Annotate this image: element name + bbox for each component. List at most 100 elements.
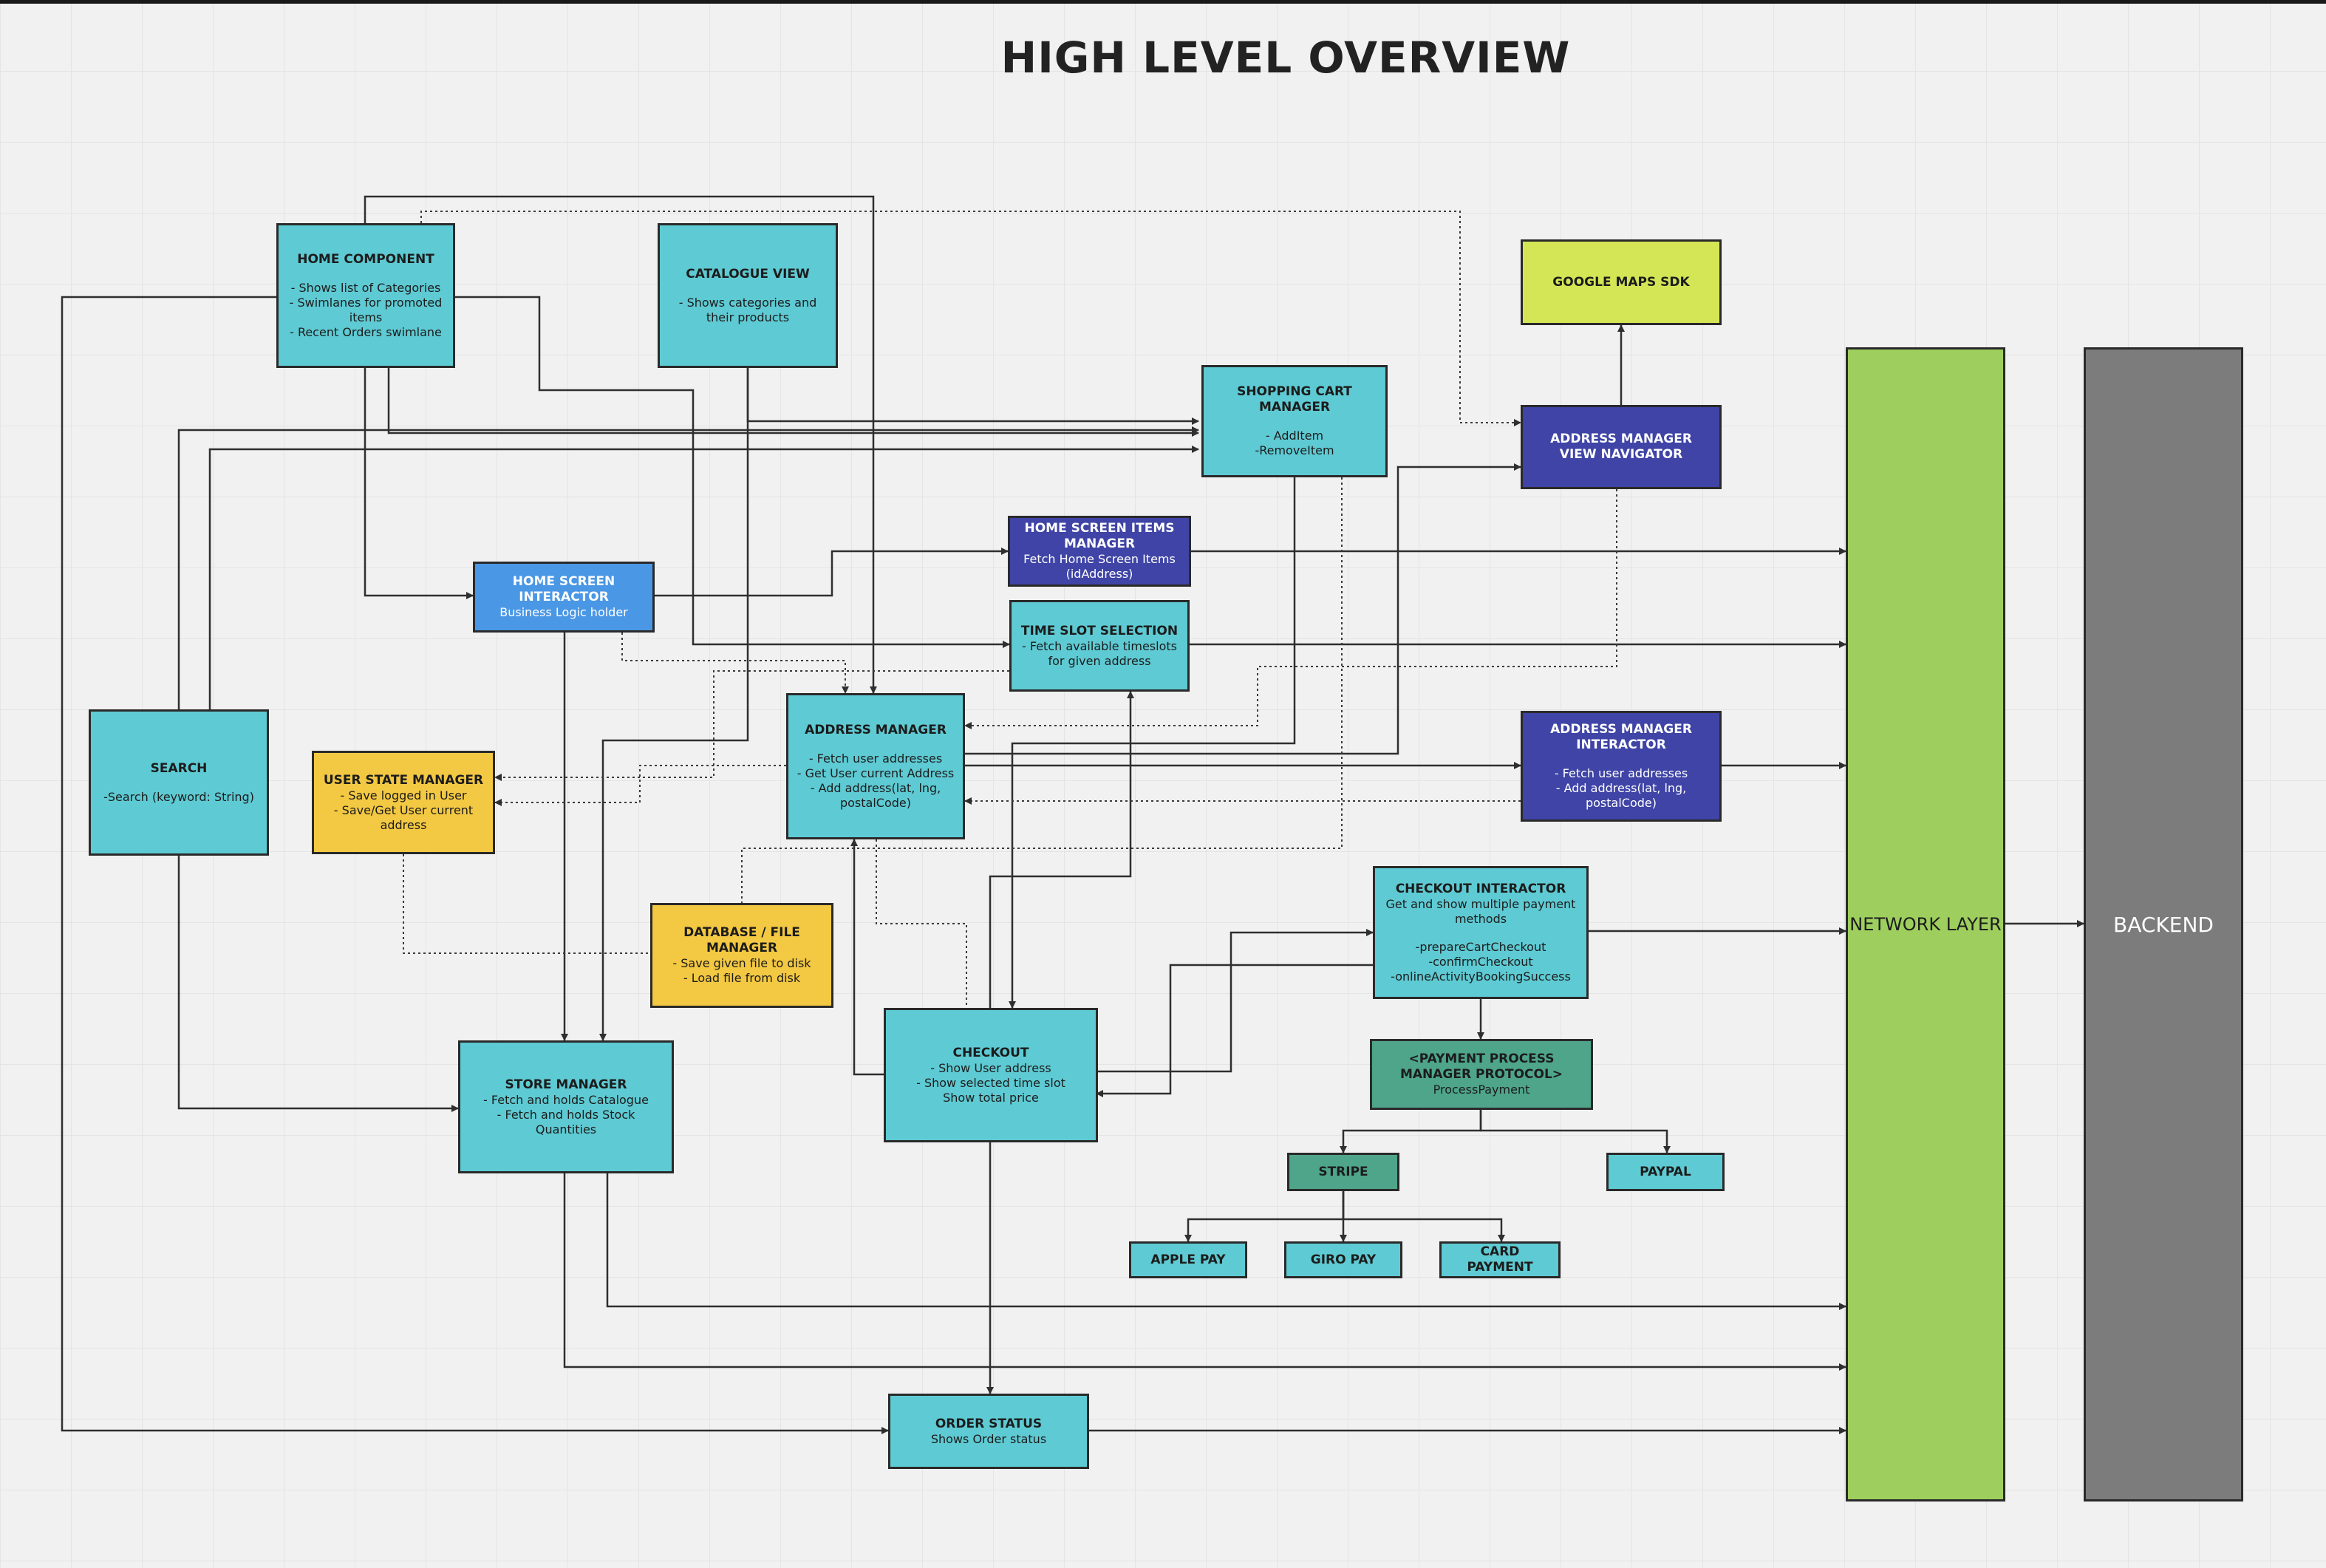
user-state-manager-title: USER STATE MANAGER [323, 772, 484, 788]
edge-checkout-to-checkout-interactor [1094, 929, 1374, 1073]
payment-process-manager-title: <PAYMENT PROCESS MANAGER PROTOCOL> [1399, 1051, 1563, 1082]
checkout-line: Show total price [943, 1090, 1039, 1105]
address-manager-line: - Add address(lat, lng, postalCode) [810, 780, 941, 810]
giro-pay-title: GIRO PAY [1310, 1252, 1377, 1267]
apple-pay-node[interactable]: APPLE PAY [1129, 1241, 1247, 1278]
store-manager-line: - Fetch and holds Catalogue [483, 1092, 649, 1107]
address-manager-view-navigator-node[interactable]: ADDRESS MANAGER VIEW NAVIGATOR [1521, 405, 1722, 489]
address-manager-interactor-node[interactable]: ADDRESS MANAGER INTERACTOR - Fetch user … [1521, 711, 1722, 822]
network-layer-label: NETWORK LAYER [1849, 914, 2002, 935]
home-component-node[interactable]: HOME COMPONENT - Shows list of Categorie… [276, 223, 455, 368]
dotted-time-slot-to-user-state [494, 670, 1009, 781]
edge-address-to-navigator [962, 463, 1521, 755]
apple-pay-title: APPLE PAY [1150, 1252, 1226, 1267]
store-manager-title: STORE MANAGER [505, 1077, 627, 1092]
edge-search-to-store [177, 856, 459, 1112]
catalogue-view-node[interactable]: CATALOGUE VIEW - Shows categories and th… [658, 223, 838, 368]
edge-stripe-to-apple [1184, 1191, 1345, 1242]
edge-catalogue-to-store [599, 368, 749, 1041]
checkout-node[interactable]: CHECKOUT - Show User address - Show sele… [884, 1008, 1098, 1142]
dotted-address-to-user-state [494, 765, 786, 806]
home-screen-interactor-line: Business Logic holder [499, 605, 628, 619]
shopping-cart-manager-title: SHOPPING CART MANAGER [1237, 384, 1352, 415]
edge-home-to-time-slot [448, 296, 1010, 648]
shopping-cart-manager-node[interactable]: SHOPPING CART MANAGER - AddItem -RemoveI… [1201, 365, 1388, 477]
payment-process-manager-node[interactable]: <PAYMENT PROCESS MANAGER PROTOCOL> Proce… [1370, 1039, 1593, 1110]
backend-node[interactable]: BACKEND [2084, 347, 2243, 1501]
top-border [0, 0, 2326, 4]
address-manager-interactor-title: ADDRESS MANAGER INTERACTOR [1550, 722, 1692, 752]
database-file-manager-node[interactable]: DATABASE / FILE MANAGER - Save given fil… [650, 903, 833, 1008]
order-status-line: Shows Order status [930, 1431, 1047, 1446]
edge-search-to-cart-2 [208, 446, 1199, 709]
edge-search-to-cart-1 [177, 426, 1199, 709]
edge-stripe-to-card [1342, 1191, 1505, 1242]
edge-store-to-network-2 [563, 1172, 1846, 1371]
paypal-node[interactable]: PAYPAL [1606, 1153, 1725, 1191]
time-slot-selection-line: - Fetch available timeslots for given ad… [1022, 638, 1177, 668]
edge-store-to-network-1 [606, 1172, 1846, 1310]
stripe-title: STRIPE [1318, 1164, 1368, 1179]
address-manager-node[interactable]: ADDRESS MANAGER - Fetch user addresses -… [786, 693, 965, 839]
checkout-interactor-node[interactable]: CHECKOUT INTERACTOR Get and show multipl… [1373, 866, 1589, 999]
edge-checkout-interactor-to-checkout [1096, 964, 1373, 1097]
user-state-manager-line: - Save/Get User current address [333, 802, 474, 832]
home-screen-items-manager-node[interactable]: HOME SCREEN ITEMS MANAGER Fetch Home Scr… [1008, 516, 1191, 587]
checkout-interactor-title: CHECKOUT INTERACTOR [1395, 881, 1566, 896]
user-state-manager-line: - Save logged in User [340, 788, 467, 802]
diagram-title: HIGH LEVEL OVERVIEW [1000, 33, 1571, 83]
home-component-line: - Shows list of Categories [290, 280, 441, 295]
payment-process-manager-line: ProcessPayment [1433, 1083, 1530, 1097]
home-screen-items-manager-title: HOME SCREEN ITEMS MANAGER [1024, 521, 1175, 551]
dotted-user-state-to-database [403, 854, 650, 954]
edge-interactor-to-items-manager [655, 548, 1009, 597]
paypal-title: PAYPAL [1640, 1164, 1691, 1179]
address-manager-interactor-line: - Fetch user addresses [1554, 766, 1688, 780]
edge-payment-to-paypal [1479, 1110, 1671, 1153]
home-screen-interactor-title: HOME SCREEN INTERACTOR [512, 574, 615, 604]
google-maps-sdk-node[interactable]: GOOGLE MAPS SDK [1521, 239, 1722, 325]
address-manager-line: - Get User current Address [797, 766, 955, 780]
home-screen-interactor-node[interactable]: HOME SCREEN INTERACTOR Business Logic ho… [473, 562, 655, 633]
home-component-line: - Recent Orders swimlane [290, 324, 442, 339]
giro-pay-node[interactable]: GIRO PAY [1284, 1241, 1402, 1278]
checkout-title: CHECKOUT [952, 1045, 1029, 1060]
edge-home-to-cart-1 [387, 368, 1199, 437]
edge-home-to-order-status [61, 296, 889, 1434]
catalogue-view-title: CATALOGUE VIEW [686, 266, 810, 282]
shopping-cart-manager-line: - AddItem [1265, 429, 1324, 443]
dotted-navigator-to-address [964, 489, 1617, 729]
edge-payment-to-stripe [1340, 1110, 1482, 1153]
search-title: SEARCH [150, 760, 208, 776]
edge-checkout-to-address-manager [850, 839, 884, 1076]
store-manager-line: - Fetch and holds Stock Quantities [497, 1107, 635, 1136]
search-line: -Search (keyword: String) [103, 789, 254, 804]
checkout-interactor-line: -confirmCheckout [1428, 954, 1533, 969]
dotted-cart-to-database [741, 477, 1343, 903]
dotted-interactor-to-address [621, 633, 849, 694]
stripe-node[interactable]: STRIPE [1287, 1153, 1399, 1191]
checkout-interactor-line: -onlineActivityBookingSuccess [1391, 969, 1571, 984]
checkout-line: - Show selected time slot [916, 1075, 1065, 1090]
time-slot-selection-node[interactable]: TIME SLOT SELECTION - Fetch available ti… [1009, 600, 1190, 692]
edge-home-to-home-interactor [364, 368, 474, 599]
checkout-line: - Show User address [930, 1060, 1051, 1075]
edge-home-to-address-manager [364, 195, 877, 694]
google-maps-sdk-title: GOOGLE MAPS SDK [1552, 274, 1690, 290]
user-state-manager-node[interactable]: USER STATE MANAGER - Save logged in User… [312, 751, 495, 854]
card-payment-title: CARD PAYMENT [1467, 1244, 1533, 1275]
address-manager-title: ADDRESS MANAGER [805, 722, 947, 737]
backend-label: BACKEND [2113, 912, 2214, 937]
address-manager-line: - Fetch user addresses [808, 751, 943, 766]
dotted-address-to-checkout [876, 839, 967, 1008]
order-status-node[interactable]: ORDER STATUS Shows Order status [888, 1394, 1089, 1469]
store-manager-node[interactable]: STORE MANAGER - Fetch and holds Catalogu… [458, 1040, 674, 1173]
home-component-line: - Swimlanes for promoted items [289, 295, 443, 324]
card-payment-node[interactable]: CARD PAYMENT [1439, 1241, 1561, 1278]
database-file-manager-title: DATABASE / FILE MANAGER [683, 925, 800, 955]
database-file-manager-line: - Save given file to disk [672, 956, 811, 970]
home-screen-items-manager-line: Fetch Home Screen Items (idAddress) [1023, 552, 1176, 581]
search-node[interactable]: SEARCH -Search (keyword: String) [89, 709, 269, 856]
network-layer-node[interactable]: NETWORK LAYER [1846, 347, 2005, 1501]
database-file-manager-line: - Load file from disk [683, 971, 801, 985]
